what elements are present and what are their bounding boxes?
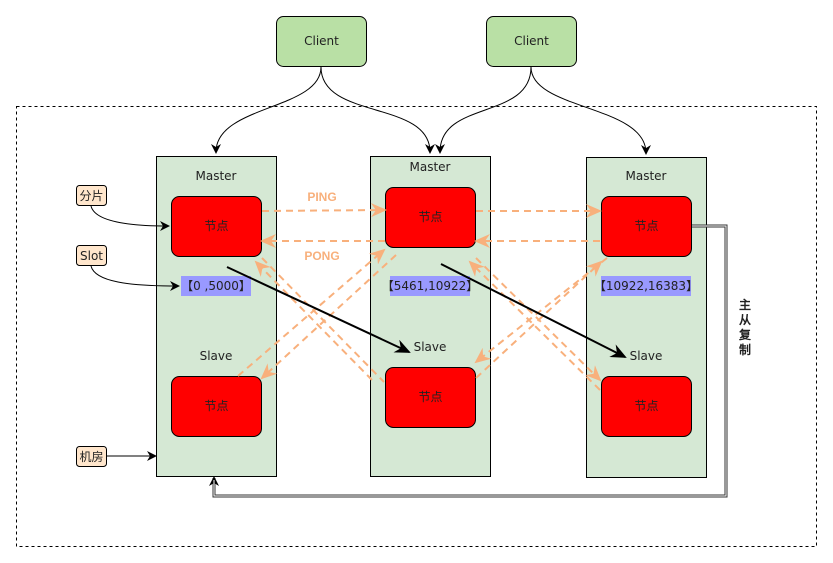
svg-text:主: 主 (739, 297, 751, 312)
svg-text:复: 复 (738, 327, 752, 342)
cluster-boundary (16, 106, 817, 547)
client-box-1[interactable]: Client (276, 16, 367, 67)
slave-label: Slave (630, 349, 663, 363)
client-label: Client (304, 34, 339, 48)
gossip-slave3-to-master2 (468, 260, 601, 391)
svg-text:【5461,10922】: 【5461,10922】 (382, 279, 479, 293)
replication-arrow-master2-to-slave3 (440, 263, 627, 358)
svg-text:机房: 机房 (79, 449, 103, 464)
gossip-slave2-to-master3 (475, 260, 603, 379)
gossip-master1-to-slave2 (261, 257, 385, 383)
ping-label: PING (307, 190, 336, 204)
slave-node-2[interactable]: 节点 (385, 367, 476, 428)
gossip-slave1-to-master2 (237, 248, 386, 377)
svg-text:从: 从 (739, 313, 751, 327)
shard-connector (90, 205, 170, 231)
gossip-master2-to-slave1 (260, 254, 397, 380)
master-node-2[interactable]: 节点 (385, 187, 476, 248)
client1-to-master2-connector (320, 66, 435, 154)
gossip-slave2-to-master1 (254, 260, 373, 381)
slave-label: Slave (200, 349, 233, 363)
client2-to-master3-connector (530, 66, 651, 155)
replication-arrow-master1-to-slave2 (226, 266, 411, 353)
master-node-1[interactable]: 节点 (171, 196, 262, 257)
slave-label: Slave (414, 340, 447, 354)
svg-text:节点: 节点 (204, 399, 228, 413)
svg-text:分片: 分片 (79, 189, 103, 203)
svg-text:节点: 节点 (634, 399, 658, 413)
gossip-master2-to-slave3 (475, 257, 602, 382)
svg-text:节点: 节点 (418, 210, 442, 224)
slot-range-1: 【0 ,5000】 (181, 276, 251, 296)
svg-text:节点: 节点 (634, 219, 658, 233)
client-box-2[interactable]: Client (486, 16, 577, 67)
svg-text:Slot: Slot (80, 249, 103, 263)
gossip-links (237, 203, 608, 391)
client1-to-master1-connector (211, 66, 322, 154)
gossip-master3-to-slave2 (474, 257, 608, 364)
replication-label: 主 从 复 制 (738, 297, 752, 357)
slave-node-3[interactable]: 节点 (601, 376, 692, 437)
slot-range-2: 【5461,10922】 (382, 276, 479, 296)
slot-range-3: 【10922,16383】 (594, 276, 698, 296)
slot-connector (90, 265, 180, 291)
master-node-3[interactable]: 节点 (601, 196, 692, 257)
machine-room-tag[interactable]: 机房 (76, 446, 107, 467)
client-label: Client (514, 34, 549, 48)
master-label: Master (196, 169, 237, 183)
master-label: Master (410, 160, 451, 174)
slot-tag[interactable]: Slot (76, 245, 107, 266)
svg-text:【0 ,5000】: 【0 ,5000】 (181, 279, 251, 293)
pong-label: PONG (304, 249, 339, 263)
master-label: Master (626, 169, 667, 183)
client2-to-master2-connector (435, 66, 532, 154)
slave-node-1[interactable]: 节点 (171, 376, 262, 437)
svg-text:节点: 节点 (418, 390, 442, 404)
svg-text:节点: 节点 (204, 219, 228, 233)
ping-master1-to-master2 (261, 203, 387, 218)
shard-tag[interactable]: 分片 (76, 185, 107, 206)
svg-text:制: 制 (739, 342, 751, 357)
svg-text:【10922,16383】: 【10922,16383】 (594, 279, 698, 293)
